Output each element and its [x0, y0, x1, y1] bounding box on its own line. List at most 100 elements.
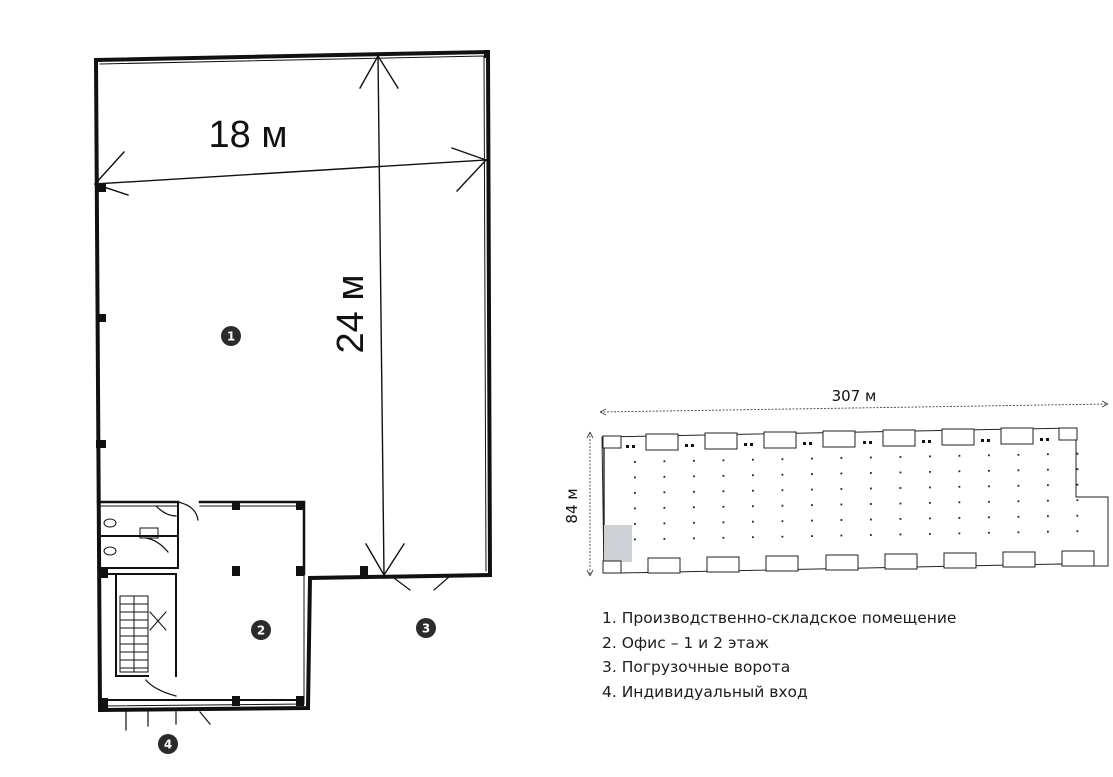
- site-grid-dot: [781, 504, 784, 507]
- site-grid-dot: [693, 490, 695, 493]
- site-grid-dot: [663, 506, 666, 509]
- wc-fixtures: [103, 518, 159, 556]
- top-gates: [602, 427, 1078, 451]
- site-grid-dot: [722, 536, 725, 539]
- site-length-label: 307 м: [832, 387, 877, 405]
- site-grid-dot: [929, 517, 931, 520]
- site-grid-dot: [840, 519, 843, 521]
- site-grid-dot: [988, 531, 990, 534]
- legend-item-4: 4. Индивидуальный вход: [602, 682, 808, 701]
- highlighted-unit: [604, 525, 632, 562]
- bottom-gates: [602, 550, 1095, 574]
- site-grid-dot: [752, 536, 754, 539]
- site-grid-dot: [693, 537, 695, 540]
- site-grid-dot: [870, 518, 872, 521]
- legend-item-2: 2. Офис – 1 и 2 этаж: [602, 633, 769, 652]
- site-grid-dot: [899, 456, 902, 458]
- site-grid-dot: [634, 492, 636, 494]
- site-grid-dot: [958, 485, 961, 488]
- site-grid-dot: [1076, 514, 1079, 517]
- site-grid-dot: [929, 471, 931, 473]
- site-grid-dot: [988, 469, 990, 472]
- site-grid-dot: [1047, 499, 1049, 502]
- site-grid-dot: [634, 476, 636, 479]
- site-grid-dot: [693, 475, 695, 478]
- site-grid-dot: [722, 490, 725, 493]
- site-grid-dot: [663, 460, 666, 463]
- site-grid-dot: [1017, 500, 1020, 503]
- site-grid-dot: [811, 457, 813, 460]
- site-grid-dot: [929, 533, 931, 535]
- width-dimension-arrow: [94, 147, 487, 196]
- site-grid-dot: [752, 505, 754, 508]
- site-grid-dot: [663, 538, 666, 540]
- site-grid-dot: [929, 502, 931, 504]
- site-grid-dot: [1076, 530, 1079, 533]
- site-grid-dot: [752, 458, 754, 461]
- doors: [125, 501, 451, 731]
- site-grid-dot: [781, 535, 784, 538]
- site-grid-dot: [870, 534, 872, 536]
- site-grid-dot: [1017, 484, 1020, 487]
- site-grid-dot: [781, 520, 784, 523]
- site-width-label: 84 м: [563, 488, 581, 523]
- outer-wall-inner-line: [99, 55, 487, 707]
- site-grid-dot: [781, 473, 784, 476]
- site-grid-dot: [988, 500, 990, 503]
- site-grid-dot: [899, 533, 902, 536]
- site-grid-dot: [634, 507, 636, 510]
- site-length-arrow: [599, 400, 1109, 416]
- site-grid-dot: [840, 457, 843, 459]
- marker-3-label: 3: [422, 622, 430, 636]
- site-grid-dot: [899, 518, 902, 520]
- legend-item-3: 3. Погрузочные ворота: [602, 658, 791, 676]
- site-grid-dot: [840, 503, 843, 506]
- columns: [96, 50, 490, 708]
- top-gate-markers: [626, 438, 1049, 448]
- site-grid-dot: [958, 517, 961, 519]
- site-grid-dot: [929, 486, 931, 489]
- site-grid-dot: [693, 459, 695, 462]
- marker-2-label: 2: [257, 624, 265, 638]
- site-grid-dot: [988, 485, 990, 488]
- site-grid-dot: [722, 459, 725, 462]
- site-grid-dot: [781, 458, 784, 461]
- site-grid-dot: [1076, 452, 1079, 455]
- site-grid-dot: [1047, 484, 1049, 487]
- floor-plan: [93, 49, 493, 731]
- wc-wall: [97, 501, 179, 575]
- site-grid-dot: [811, 488, 813, 491]
- marker-4-label: 4: [164, 738, 172, 752]
- site-grid-dot: [722, 505, 725, 508]
- site-grid-dot: [1076, 499, 1079, 502]
- width-label: 18 м: [209, 114, 288, 156]
- site-grid-dot: [1047, 468, 1049, 471]
- site-column-grid: [634, 452, 1079, 541]
- site-grid-dot: [1017, 515, 1020, 518]
- site-grid-dot: [958, 470, 961, 473]
- site-grid-dot: [1076, 468, 1079, 471]
- site-grid-dot: [870, 503, 872, 505]
- site-grid-dot: [693, 521, 695, 524]
- site-grid-dot: [752, 520, 754, 523]
- site-grid-dot: [870, 472, 872, 474]
- site-grid-dot: [988, 516, 990, 519]
- site-grid-dot: [929, 455, 931, 458]
- site-grid-dot: [634, 538, 636, 541]
- site-grid-dot: [840, 534, 843, 537]
- marker-2: 2: [251, 620, 271, 640]
- length-label: 24 м: [330, 275, 372, 354]
- site-grid-dot: [958, 454, 961, 457]
- legend-item-1: 1. Производственно-складское помещение: [602, 609, 957, 627]
- site-grid-dot: [811, 504, 813, 506]
- site-grid-dot: [899, 471, 902, 474]
- site-grid-dot: [988, 454, 990, 457]
- site-grid-dot: [840, 488, 843, 490]
- stair-wall: [115, 575, 177, 677]
- site-grid-dot: [722, 521, 725, 524]
- site-grid-dot: [899, 487, 902, 489]
- site-grid-dot: [811, 519, 813, 522]
- site-grid-dot: [752, 474, 754, 477]
- site-plan: [586, 400, 1109, 577]
